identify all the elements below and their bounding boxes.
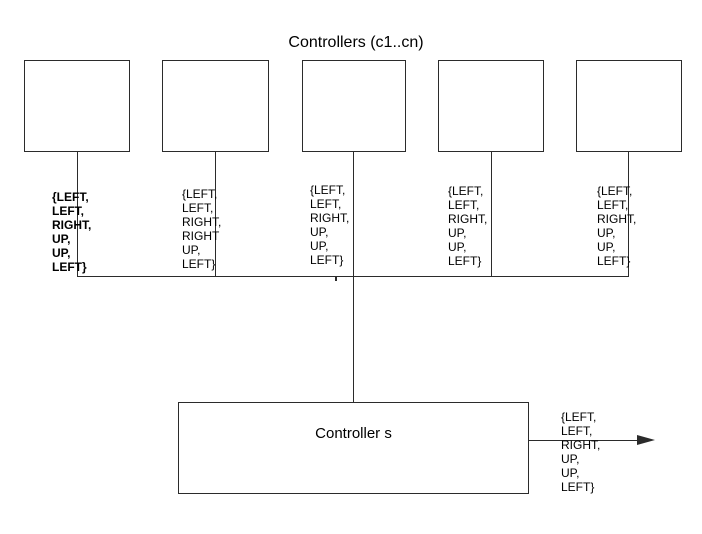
connector-line-c5: [628, 152, 629, 277]
output-arrowhead-icon: [637, 435, 655, 445]
sequence-label-c5: {LEFT, LEFT, RIGHT, UP, UP, LEFT}: [597, 184, 637, 268]
output-sequence-label: {LEFT, LEFT, RIGHT, UP, UP, LEFT}: [561, 410, 601, 494]
sequence-label-c4: {LEFT, LEFT, RIGHT, UP, UP, LEFT}: [448, 184, 488, 268]
main-controller-label: Controller s: [315, 425, 392, 442]
sequence-label-c2: {LEFT, LEFT, RIGHT, RIGHT UP, LEFT}: [182, 187, 222, 271]
connector-line-c2: [215, 152, 216, 277]
controller-box-3: [302, 60, 406, 152]
sequence-label-c1: {LEFT, LEFT, RIGHT, UP, UP, LEFT}: [52, 190, 92, 274]
connector-line-c4: [491, 152, 492, 277]
bus-line: [77, 276, 629, 277]
output-arrow-line: [528, 440, 640, 441]
bus-tick: [335, 277, 337, 281]
controller-box-1: [24, 60, 130, 152]
sequence-label-c3: {LEFT, LEFT, RIGHT, UP, UP, LEFT}: [310, 183, 350, 267]
controller-box-4: [438, 60, 544, 152]
controller-box-5: [576, 60, 682, 152]
main-controller-box: Controller s: [178, 402, 529, 494]
connector-line-c3-to-main: [353, 152, 354, 402]
diagram-title: Controllers (c1..cn): [288, 34, 424, 51]
controller-box-2: [162, 60, 269, 152]
connector-line-c1: [77, 152, 78, 277]
